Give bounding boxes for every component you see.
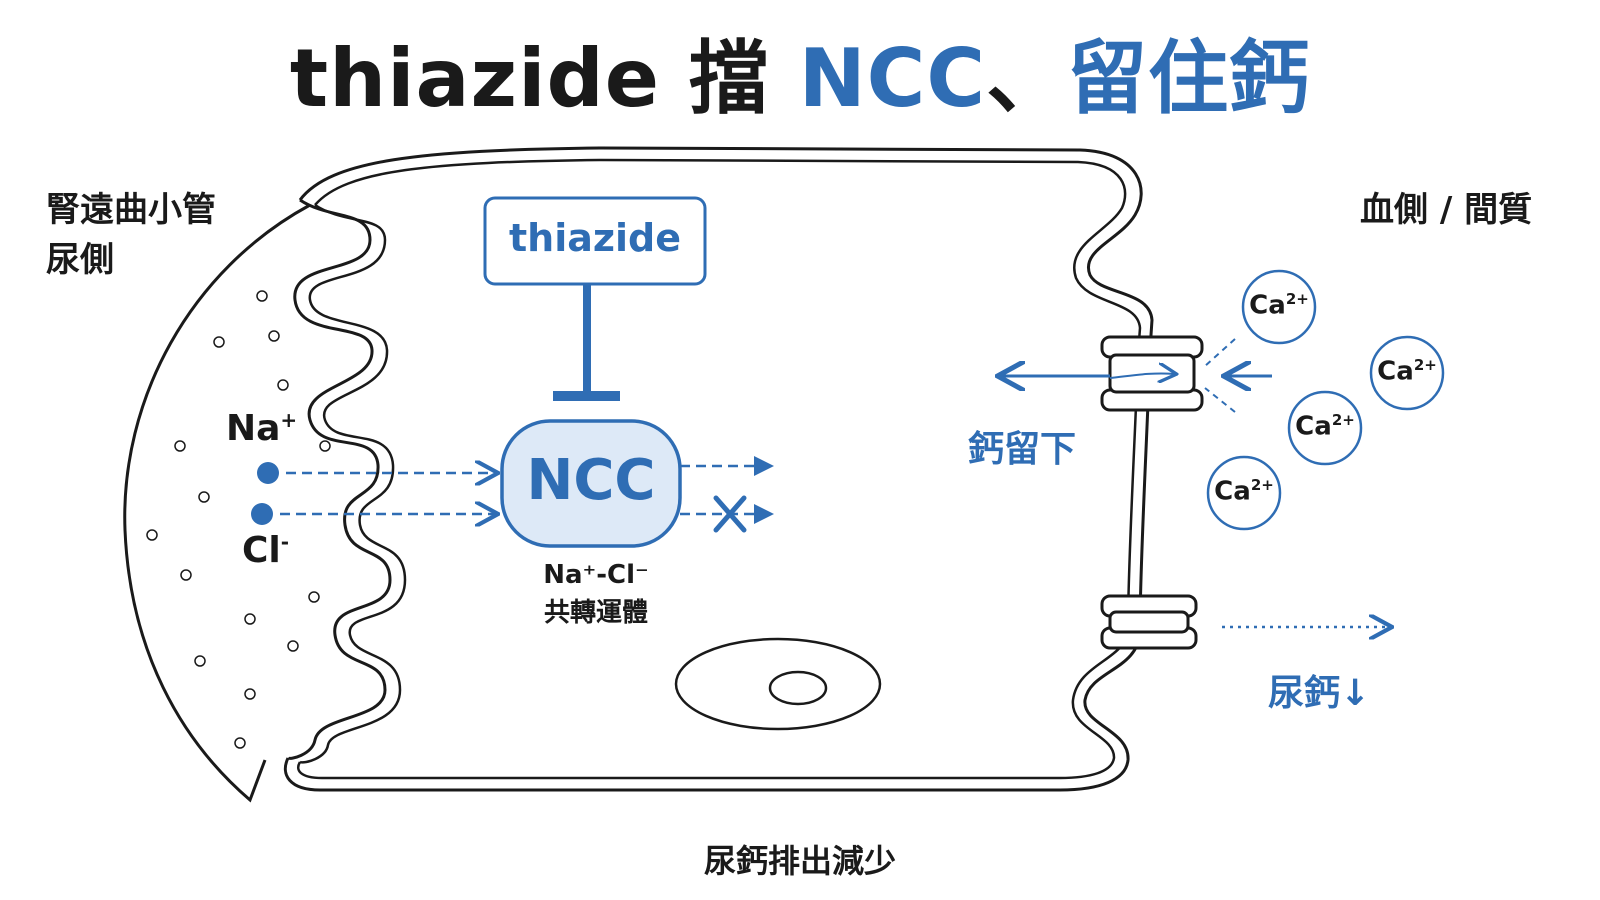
blood-side-label: 血側 / 間質 [1360, 190, 1533, 230]
calcium-ion-label: Ca2+ [1289, 411, 1361, 442]
calcium-charge: 2+ [1285, 290, 1309, 308]
ncc-label: NCC [526, 448, 656, 513]
na-ion-label: Na+ [226, 408, 297, 449]
thiazide-label: thiazide [508, 216, 681, 260]
na-ion-dot [257, 462, 279, 484]
ncc-caption: Na⁺-Cl⁻ 共轉運體 [496, 556, 696, 632]
x-mark-icon [713, 495, 747, 533]
title-prefix: thiazide 擋 [289, 32, 799, 125]
title-separator: 、 [986, 32, 1068, 125]
na-symbol: Na [226, 408, 281, 449]
na-charge: + [280, 408, 298, 432]
calcium-ion-circles [1206, 269, 1445, 531]
apical-microvilli-outer [286, 198, 392, 760]
calcium-charge: 2+ [1331, 411, 1355, 429]
cl-charge: - [280, 530, 290, 554]
calcium-ion-label: Ca2+ [1371, 356, 1443, 387]
t-bar-inhibition-icon [553, 284, 620, 401]
lumen-particles [146, 290, 331, 749]
calcium-symbol: Ca [1377, 356, 1414, 387]
calcium-symbol: Ca [1249, 290, 1286, 321]
calcium-channel-lower [1100, 594, 1198, 650]
page-title: thiazide 擋 NCC、留住鈣 [0, 14, 1600, 130]
title-highlight-calcium: 留住鈣 [1067, 32, 1311, 125]
footer-caption: 尿鈣排出減少 [703, 842, 896, 880]
channel-rays [1204, 338, 1236, 413]
cl-ion-label: Cl- [242, 530, 289, 571]
calcium-retained-label: 鈣留下 [968, 429, 1077, 470]
ncc-transporter [500, 419, 682, 548]
calcium-charge: 2+ [1413, 356, 1437, 374]
lumen-side-label-line2: 尿側 [46, 240, 114, 280]
calcium-symbol: Ca [1295, 411, 1332, 442]
lumen-side-label-line1: 腎遠曲小管 [46, 190, 216, 230]
cl-symbol: Cl [242, 530, 281, 571]
urine-calcium-label: 尿鈣↓ [1268, 673, 1371, 714]
cl-ion-dot [251, 503, 273, 525]
lumen-boundary [123, 203, 311, 803]
ncc-caption-line1: Na⁺-Cl⁻ [543, 560, 649, 590]
title-highlight-ncc: NCC [798, 32, 987, 125]
lumen-side-label: 腎遠曲小管 尿側 [46, 185, 216, 285]
calcium-symbol: Ca [1214, 476, 1251, 507]
calcium-charge: 2+ [1250, 476, 1274, 494]
ncc-caption-line2: 共轉運體 [543, 598, 648, 628]
apical-microvilli-inner [299, 203, 407, 764]
calcium-ion-label: Ca2+ [1208, 476, 1280, 507]
nucleus [674, 637, 882, 731]
calcium-ion-label: Ca2+ [1243, 290, 1315, 321]
channel-flow [1109, 373, 1175, 378]
nucleolus [768, 670, 828, 706]
thiazide-box [483, 196, 707, 286]
